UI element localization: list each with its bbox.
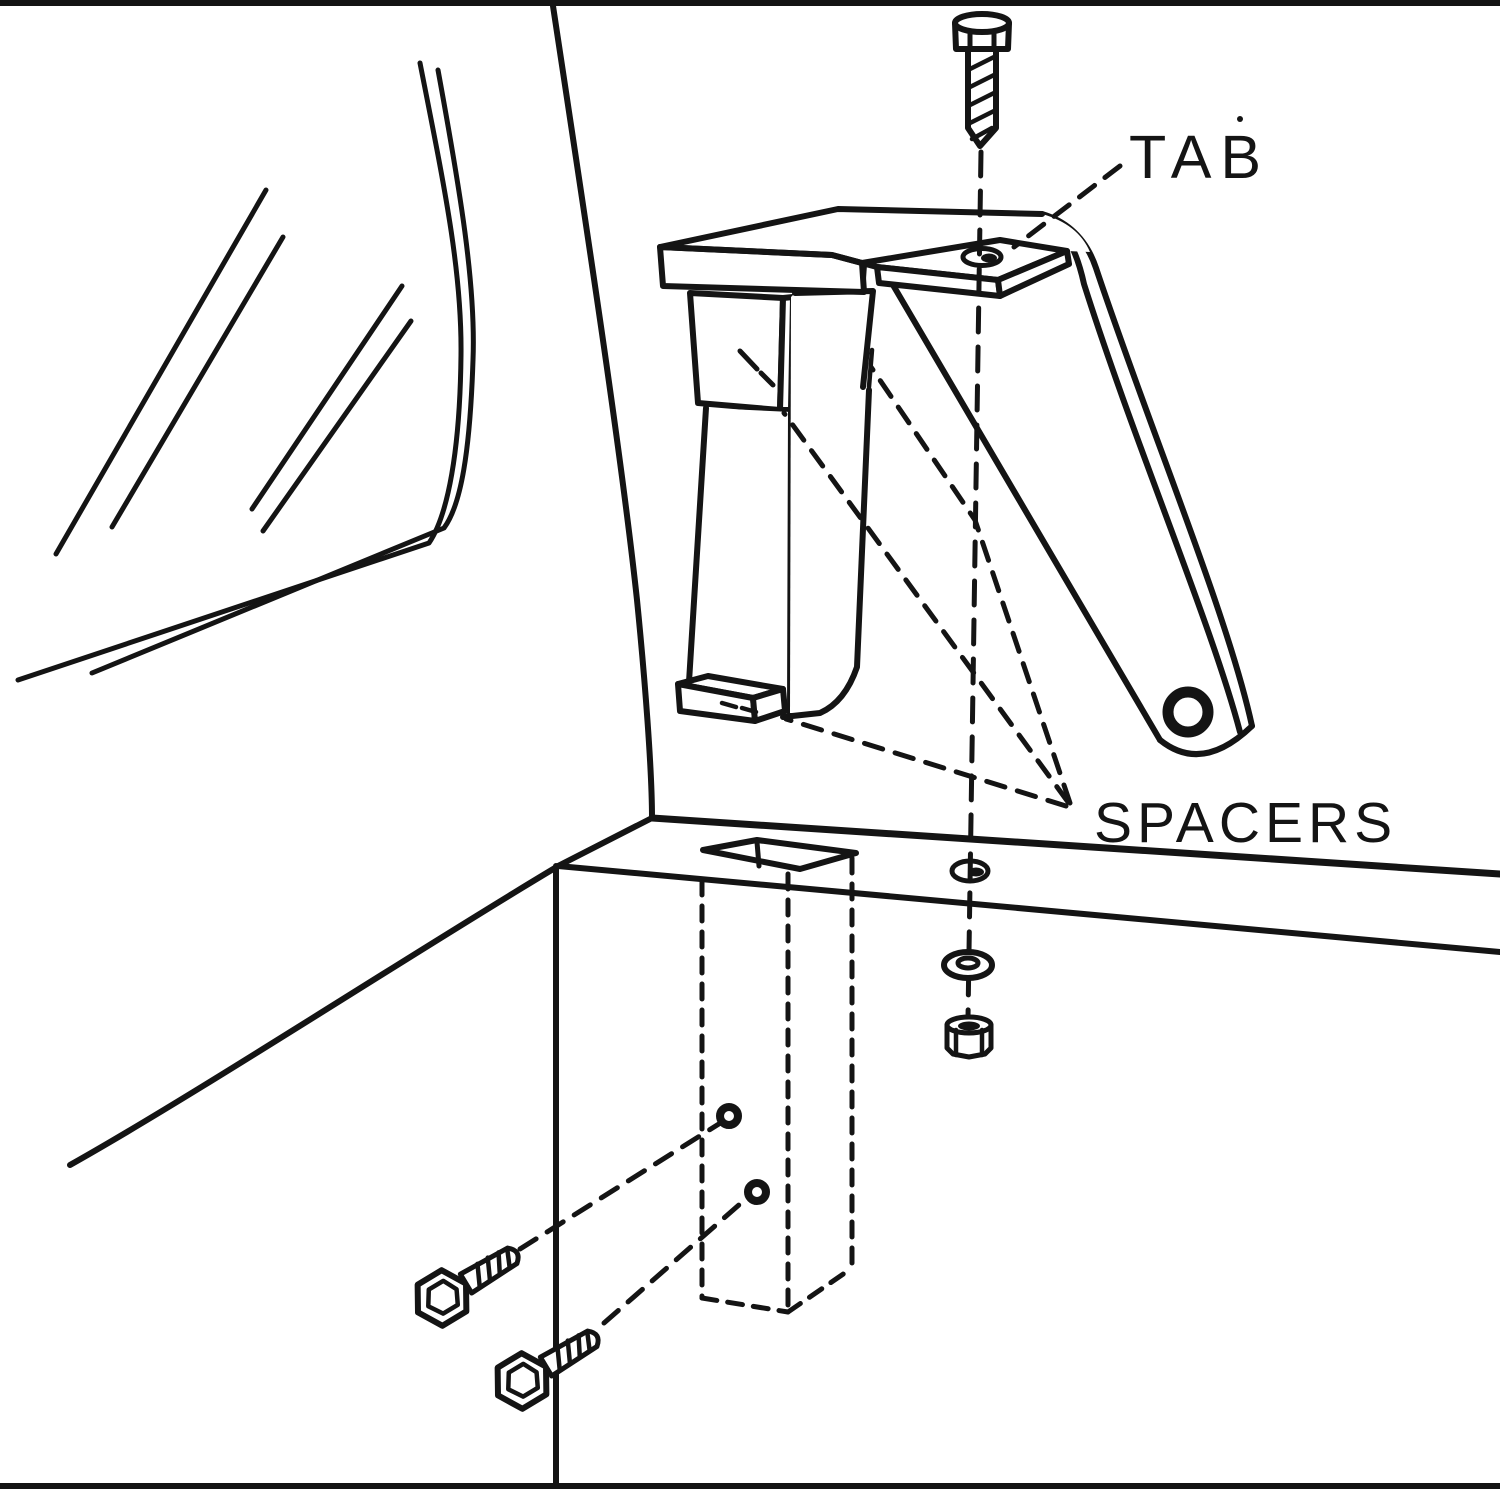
bolt-head-facets [967,28,997,52]
top-border-line [0,0,1500,6]
tube-bolt-hole [716,1103,742,1129]
reflection-tick [737,348,776,388]
hex-bolt-lower [494,1328,601,1412]
bolt-threads [965,53,999,142]
channel-front-face [689,408,791,713]
tab-bolt-hole-center [981,253,997,263]
tube-bolt-hole [744,1179,770,1205]
spacers-label: SPACERS [1094,791,1397,855]
body-pillar-line [550,3,655,821]
hex-bolt-top [952,11,1012,149]
bolt-shank [965,46,999,149]
tube-hidden-bottom-edge [699,1295,791,1315]
bolt-leader-line [517,1119,725,1252]
glass-reflection-line [260,318,414,534]
arm-foot-hole [1162,686,1214,738]
panel-front-edge [555,863,1500,955]
nut-facets [953,1027,985,1058]
arm-foot-edge [1157,723,1255,757]
arm-left-edge [890,282,1163,743]
window-frame-inner-line [89,67,476,676]
glass-reflection-line [109,234,286,530]
support-arm [890,211,1255,757]
ink-speck [1237,116,1243,122]
lower-mounting-bolts [414,1119,751,1412]
plate-back-edge [657,206,1045,250]
panel-top-edge [648,814,1500,878]
bolt-leader-line [601,1194,751,1326]
nut-hole [958,1021,980,1031]
arm-body [893,214,1252,754]
tab-leader-line [1011,163,1123,250]
annotation-lines [781,149,1123,1021]
panel-rectangular-hole [700,837,859,872]
tab-label: TAB [1129,123,1270,191]
channel-upper-box-front [687,290,786,413]
spacers-leader-line [781,410,1071,805]
window-frame-outer-line [15,60,464,683]
bolt-head-top [952,11,1012,35]
spacers-leader-line [783,716,1069,809]
hex-nut [944,1014,994,1060]
mounting-tab [859,237,1072,299]
rocker-panel [67,814,1500,1486]
bolt-centerline [965,149,984,1021]
mirror-bracket-assembly [657,206,1255,757]
tab-right-face [995,248,1072,299]
hex-bolt-lower [414,1245,521,1329]
channel-bracket [675,258,876,724]
spacer-block [675,673,788,724]
panel-hole-inner-wall [754,839,762,869]
car-door-window [15,3,655,821]
bottom-border-line [0,1483,1500,1489]
spacer-hidden-dash [719,700,759,715]
flat-washer [941,949,995,981]
fasteners [941,11,1012,1060]
labels: TAB SPACERS [1094,116,1397,855]
channel-right-face [790,291,873,713]
tube-hidden-bottom-edge [785,1265,855,1315]
glass-reflection-line [53,187,269,557]
bolt-head-sides [952,20,1012,52]
hidden-tube-outline [699,855,855,1315]
glass-reflection-line [249,283,405,512]
panel-end-and-crease-line [67,815,655,1168]
washer-inner [955,955,981,971]
plate-front-top-edge [657,244,865,266]
